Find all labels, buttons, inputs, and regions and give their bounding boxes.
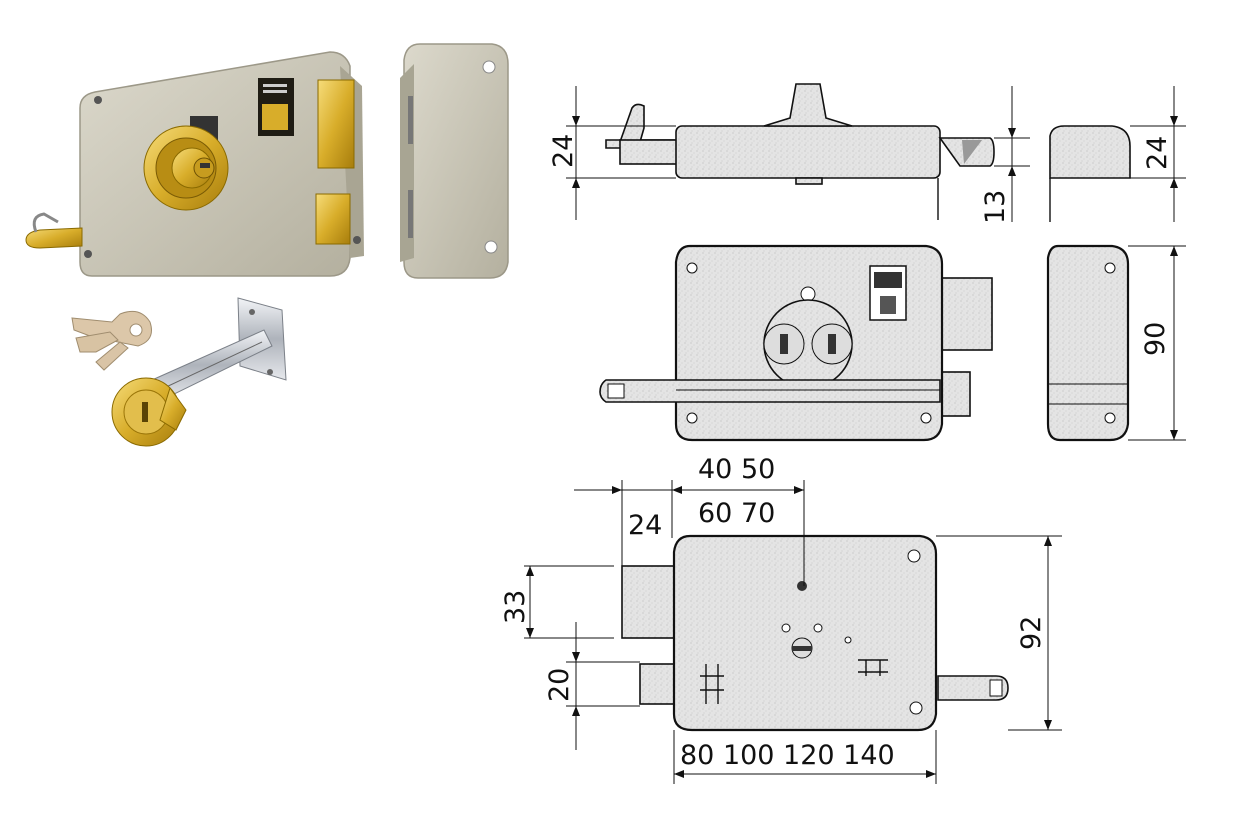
side-view-height-label: 24	[1142, 136, 1173, 170]
side-view-drawing: 24	[1049, 86, 1186, 222]
rear-view-drawing: 40 50 60 70 24 33 20 92 80 100 120 140	[500, 454, 1062, 784]
top-view-height-label: 24	[548, 134, 579, 168]
front-view-side-height-label: 90	[1140, 322, 1171, 356]
rear-view-height-label: 92	[1016, 616, 1047, 650]
front-view-drawing: 90	[599, 244, 1186, 442]
strike-plate-photo	[400, 43, 509, 279]
lock-photo	[25, 51, 364, 277]
rear-view-width-labels: 80 100 120 140	[680, 740, 895, 771]
rear-view-latch-height-label: 20	[544, 668, 575, 702]
rear-view-backset-labels: 40 50	[698, 454, 775, 485]
top-view-small-label: 13	[980, 190, 1011, 224]
rear-view-bolt-height-label: 33	[500, 590, 531, 624]
cylinder-photo	[111, 297, 287, 447]
rear-view-bolt-offset-label: 24	[628, 510, 662, 541]
top-view-drawing: 24 13	[548, 83, 1030, 224]
keys-photo	[71, 310, 152, 371]
rear-view-backset-labels-2: 60 70	[698, 498, 775, 529]
